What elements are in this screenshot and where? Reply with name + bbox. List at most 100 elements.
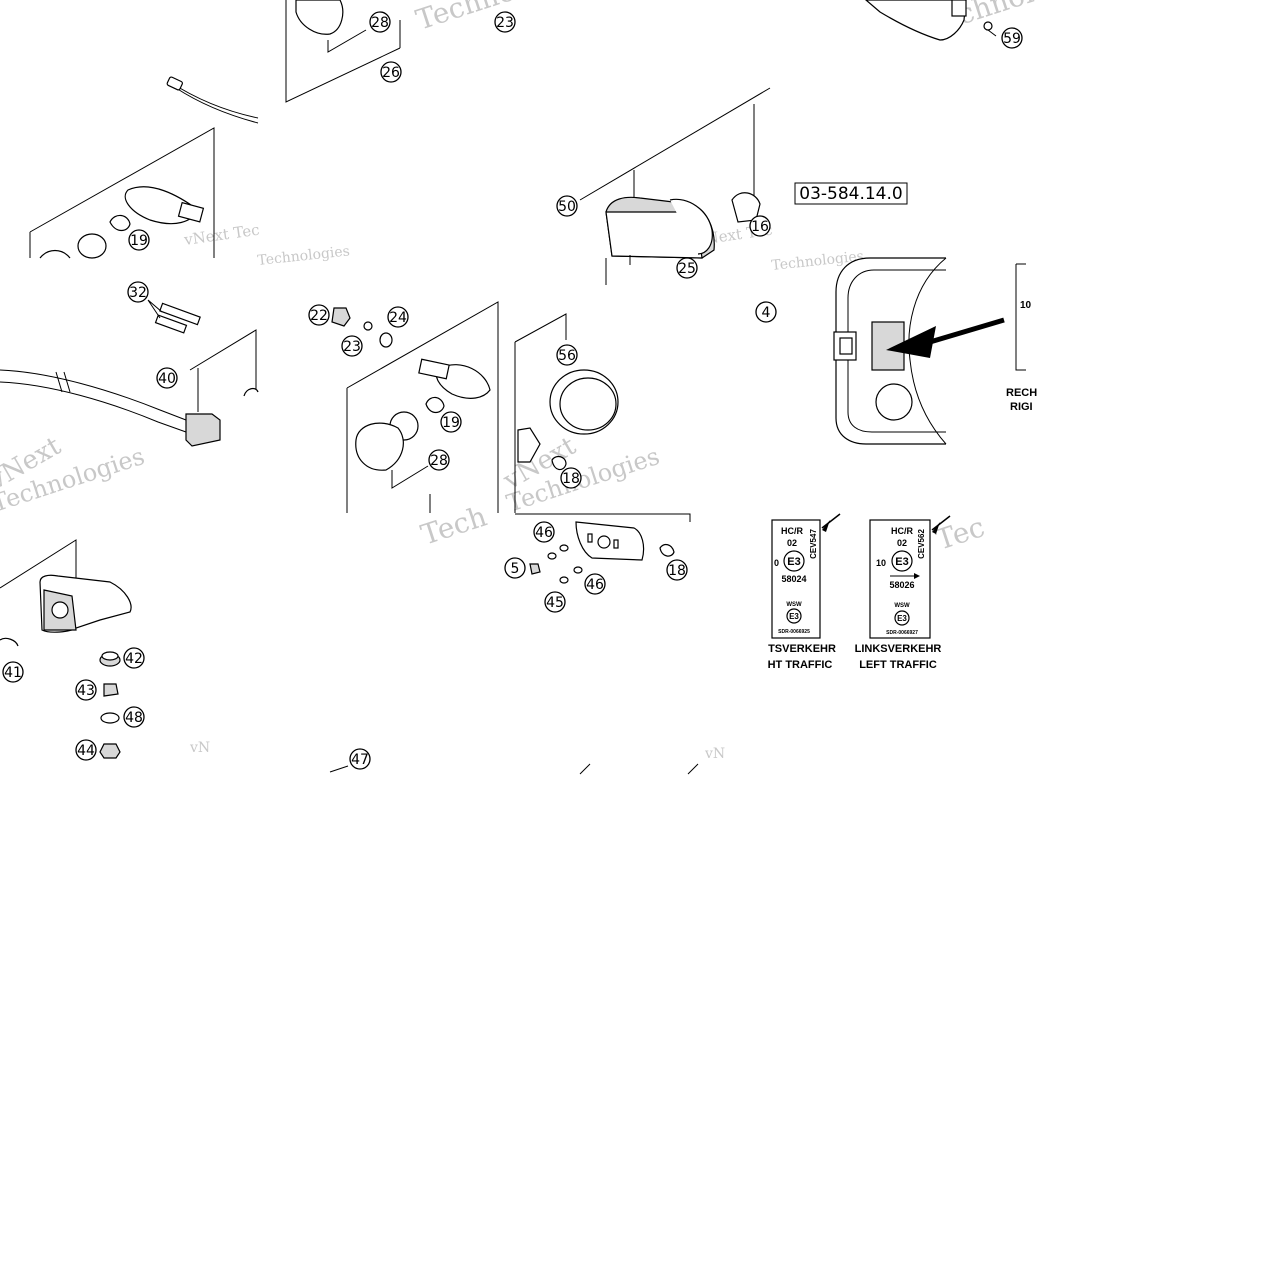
callout-50: 50 [556, 195, 578, 217]
callout-label: 44 [77, 743, 95, 759]
callout-59: 59 [1001, 27, 1023, 49]
callout-label: 59 [1003, 31, 1021, 47]
tile-plate-light [515, 513, 691, 584]
svg-text:WSW: WSW [786, 602, 802, 608]
tile-dashboard: 03-584.14.0 [794, 0, 997, 205]
callout-label: 18 [668, 563, 686, 579]
svg-text:WSW: WSW [894, 603, 910, 609]
callout-label: 45 [546, 595, 564, 611]
callout-42: 42 [123, 647, 145, 669]
callout-32: 32 [127, 281, 149, 303]
watermark-text: vN [704, 746, 725, 762]
callout-label: 46 [535, 525, 553, 541]
svg-text:02: 02 [897, 538, 907, 548]
callout-22: 22 [308, 304, 330, 326]
watermark-text: Tech [417, 500, 491, 552]
detail-caption-line1: RECH [1006, 387, 1037, 399]
watermark-text: Tec [932, 510, 989, 556]
svg-text:CEV562: CEV562 [917, 529, 926, 559]
svg-text:SDR-0066927: SDR-0066927 [886, 630, 918, 636]
callout-label: 46 [586, 577, 604, 593]
svg-text:0: 0 [774, 558, 779, 568]
svg-text:E3: E3 [895, 556, 908, 568]
callout-41: 41 [2, 661, 24, 683]
callout-label: 42 [125, 651, 143, 667]
svg-text:HC/R: HC/R [781, 526, 803, 536]
svg-text:CEV547: CEV547 [809, 529, 818, 559]
callout-56: 56 [556, 344, 578, 366]
svg-text:10: 10 [876, 558, 886, 568]
tile-turn-signal-rear [331, 301, 499, 513]
svg-text:SDR-0066925: SDR-0066925 [778, 629, 810, 635]
label-left-traffic: HC/R 02 CEV562 10 E3 58026 WSW E3 SDR-00… [855, 515, 951, 671]
tile-wiring-plug [0, 299, 259, 447]
label-right-traffic: HC/R 02 CEV547 0 E3 58024 WSW E3 SDR-006… [768, 513, 841, 671]
callout-18: 18 [666, 559, 688, 581]
callout-24: 24 [387, 306, 409, 328]
callout-label: 23 [496, 15, 514, 31]
callout-label: 48 [125, 710, 143, 726]
callout-label: 18 [562, 471, 580, 487]
callout-47: 47 [349, 748, 371, 770]
callout-label: 28 [430, 453, 448, 469]
part-number: 03-584.14.0 [799, 184, 902, 204]
callout-label: 19 [442, 415, 460, 431]
callout-4: 4 [755, 301, 777, 323]
watermark-text: Technologies [257, 243, 351, 269]
callout-18: 18 [560, 467, 582, 489]
callout-45: 45 [544, 591, 566, 613]
svg-text:HT TRAFFIC: HT TRAFFIC [768, 659, 833, 671]
callout-label: 23 [343, 339, 361, 355]
tile-turn-signal-front [29, 76, 259, 259]
callout-5: 5 [504, 557, 526, 579]
callout-label: 40 [158, 371, 176, 387]
callout-label: 41 [4, 665, 22, 681]
callout-43: 43 [75, 679, 97, 701]
svg-text:02: 02 [787, 538, 797, 548]
callout-label: 56 [558, 348, 576, 364]
callout-label: 28 [371, 15, 389, 31]
callout-23: 23 [494, 11, 516, 33]
callout-label: 5 [511, 561, 520, 577]
callout-28: 28 [428, 449, 450, 471]
svg-text:HC/R: HC/R [891, 526, 913, 536]
callout-28: 28 [369, 11, 391, 33]
callout-label: 19 [130, 233, 148, 249]
callout-label: 25 [678, 261, 696, 277]
callout-label: 32 [129, 285, 147, 301]
tile-tail-light [514, 313, 619, 513]
callout-25: 25 [676, 257, 698, 279]
callout-label: 26 [382, 65, 400, 81]
tile-indicator-kit [285, 0, 401, 103]
tile-row4-fragments [329, 763, 699, 775]
svg-text:LINKSVERKEHR: LINKSVERKEHR [855, 643, 942, 655]
svg-text:58024: 58024 [781, 574, 806, 584]
callout-26: 26 [380, 61, 402, 83]
callout-46: 46 [533, 521, 555, 543]
svg-text:TSVERKEHR: TSVERKEHR [768, 643, 836, 655]
svg-text:E3: E3 [787, 556, 800, 568]
tile-detail-view: 10 RECH RIGI [833, 257, 1037, 445]
callout-label: 43 [77, 683, 95, 699]
tile-headlight [579, 87, 771, 285]
callout-label: 50 [558, 199, 576, 215]
tile-regulation-labels: HC/R 02 CEV547 0 E3 58024 WSW E3 SDR-006… [768, 513, 951, 671]
callout-label: 24 [389, 310, 407, 326]
callout-40: 40 [156, 367, 178, 389]
callout-label: 16 [751, 219, 769, 235]
callout-23: 23 [341, 335, 363, 357]
svg-text:58026: 58026 [889, 580, 914, 590]
callout-label: 4 [762, 305, 771, 321]
callout-48: 48 [123, 706, 145, 728]
part-number-box [794, 182, 908, 205]
callout-16: 16 [749, 215, 771, 237]
detail-caption-line2: RIGI [1010, 401, 1033, 413]
callout-19: 19 [440, 411, 462, 433]
callout-19: 19 [128, 229, 150, 251]
callout-46: 46 [584, 573, 606, 595]
callout-label: 47 [351, 752, 369, 768]
svg-text:E3: E3 [789, 612, 799, 621]
svg-text:LEFT TRAFFIC: LEFT TRAFFIC [859, 659, 937, 671]
